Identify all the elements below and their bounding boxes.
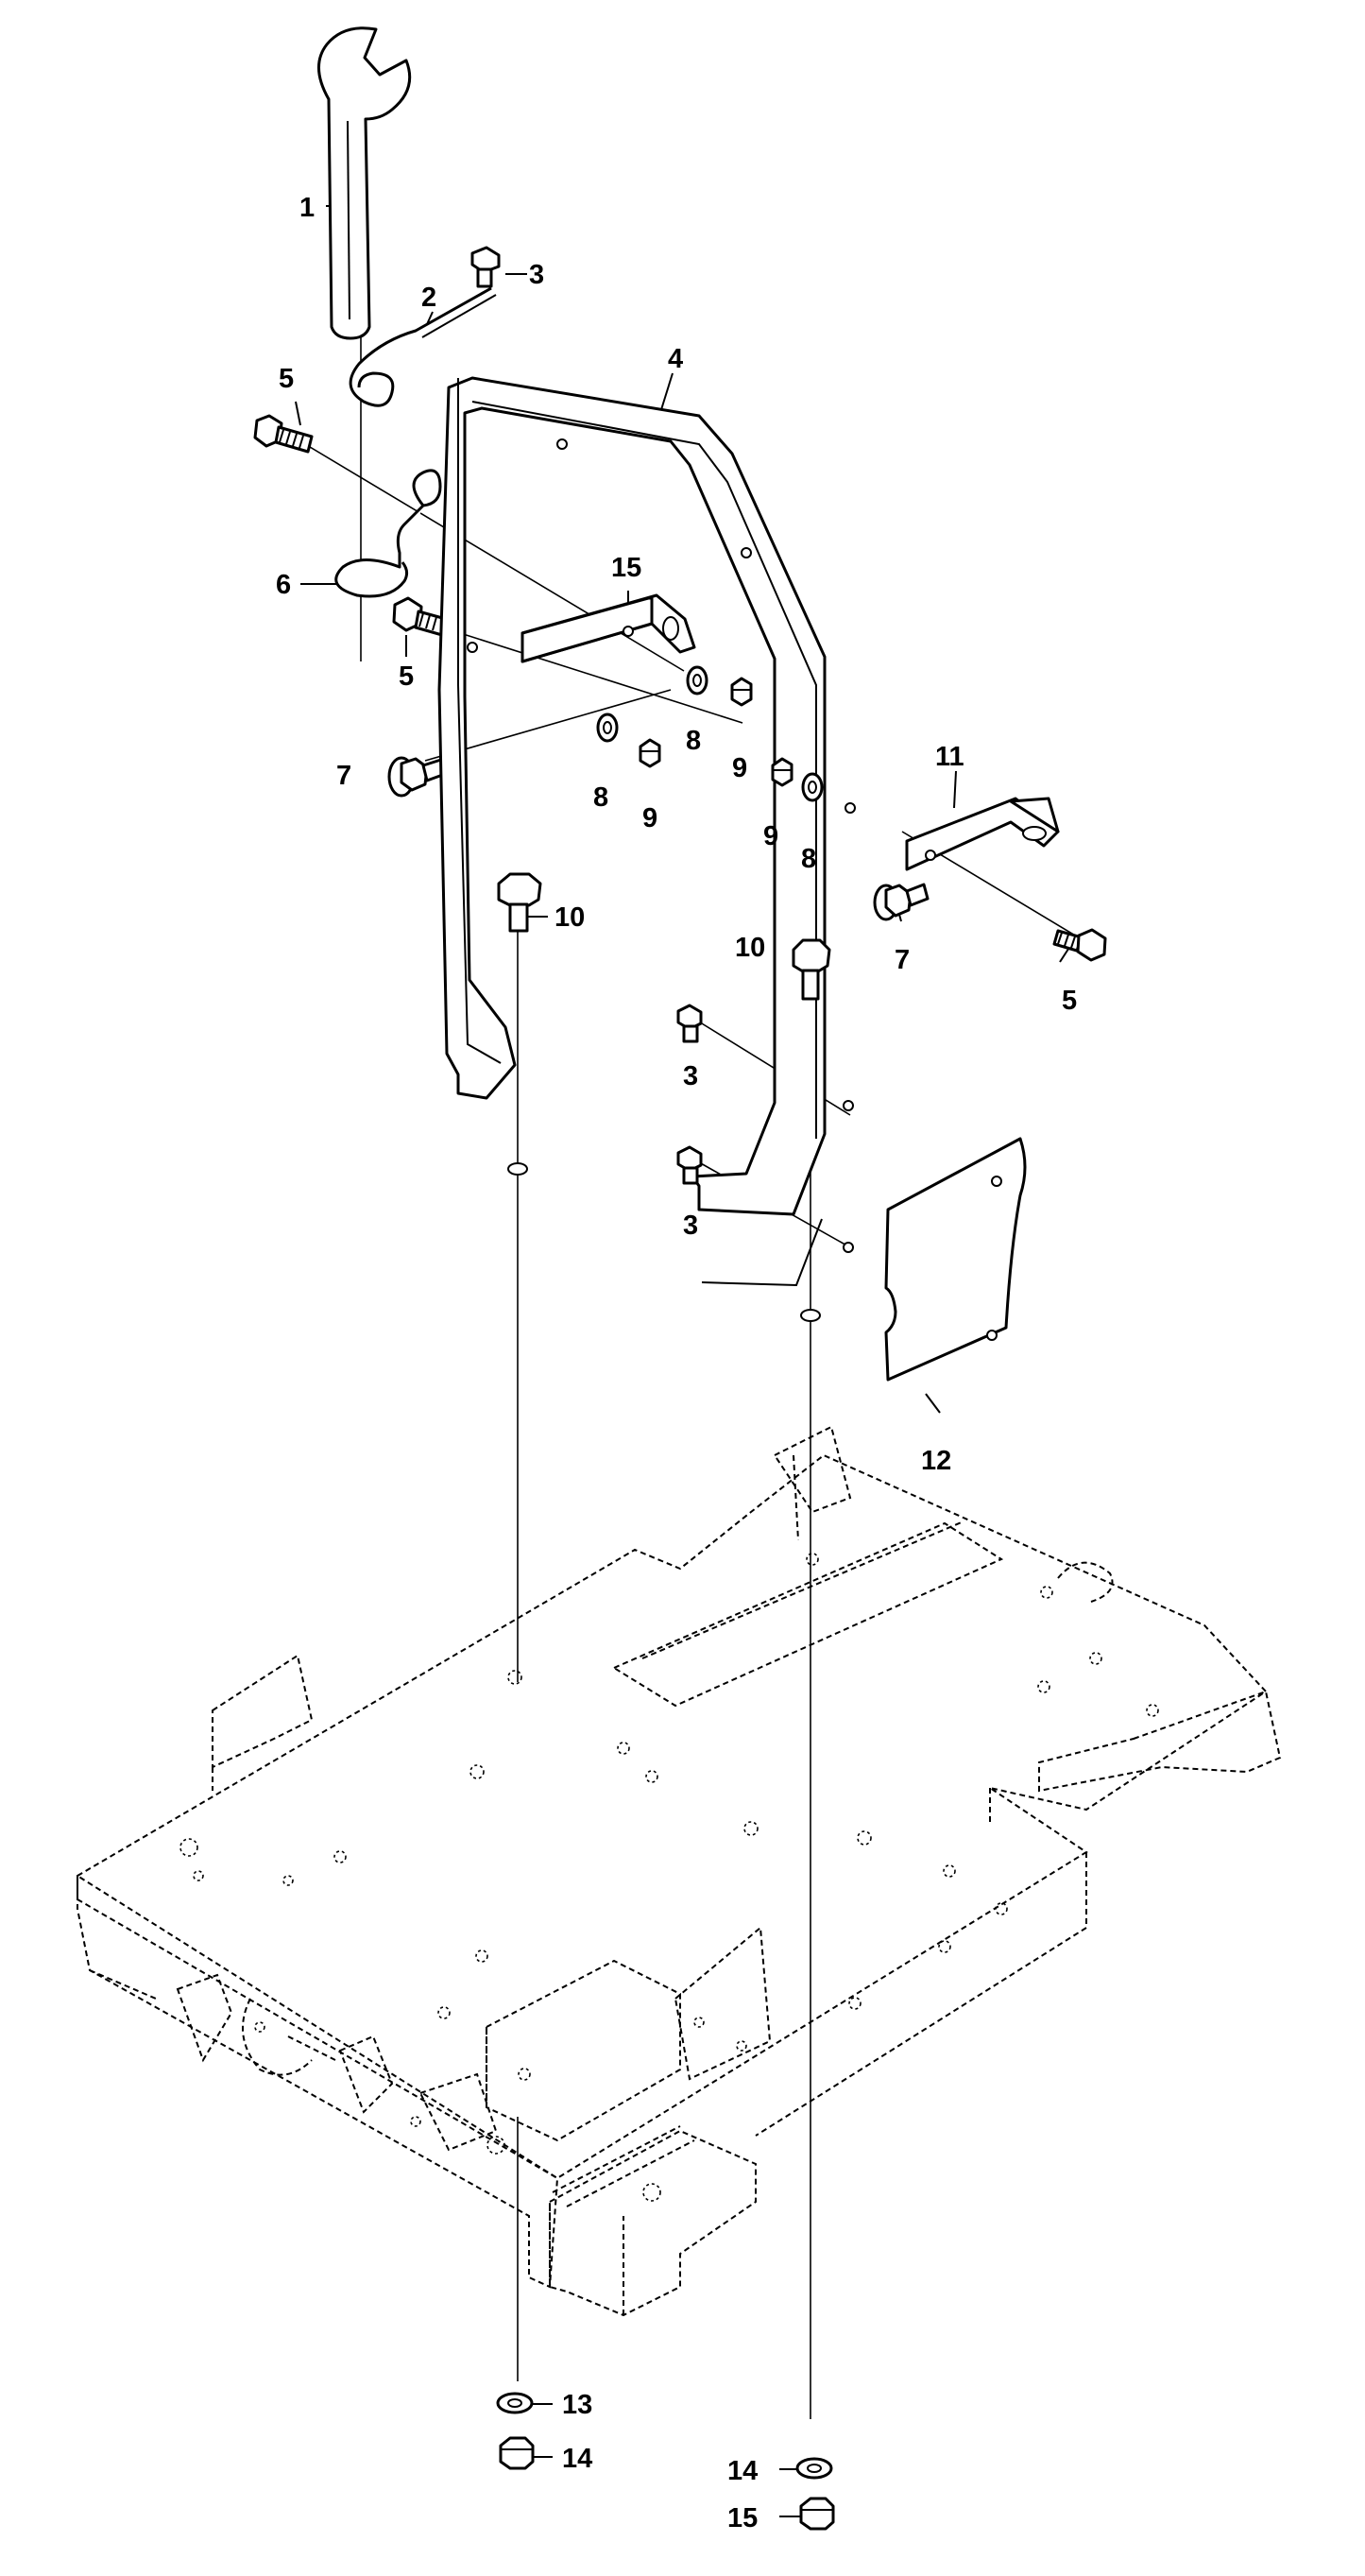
screw [470, 246, 501, 288]
callout-6: 6 [276, 570, 291, 600]
callout-2: 2 [421, 283, 436, 313]
washer [801, 772, 824, 802]
long-bolt [792, 938, 831, 1001]
callout-7: 7 [336, 761, 351, 791]
bracket [905, 797, 1060, 871]
nut [730, 677, 753, 707]
flange-bolt [873, 883, 930, 921]
callout-8: 8 [686, 726, 701, 756]
callout-3: 3 [529, 260, 544, 290]
callout-12: 12 [921, 1446, 951, 1476]
bolt [1052, 928, 1107, 962]
washer [496, 2392, 534, 2414]
callout-14: 14 [727, 2456, 758, 2486]
long-bolt [497, 872, 542, 933]
callout-8: 8 [593, 782, 608, 813]
callout-7: 7 [895, 945, 910, 975]
callout-15: 15 [611, 553, 641, 583]
bracket [520, 593, 696, 663]
bolt [253, 414, 314, 454]
callout-11: 11 [935, 742, 964, 772]
lock-clip-wire [349, 286, 497, 407]
callout-5: 5 [279, 364, 294, 394]
callout-9: 9 [732, 753, 747, 783]
screw [676, 1145, 703, 1185]
flange-bolt [387, 756, 450, 798]
callout-1: 1 [299, 193, 315, 223]
leader-lines [295, 205, 1073, 2517]
callout-13: 13 [562, 2390, 592, 2420]
callout-3: 3 [683, 1211, 698, 1241]
handle-frame [437, 376, 856, 1322]
lock-nut [799, 2497, 835, 2531]
callout-5: 5 [399, 661, 414, 692]
washer [596, 713, 619, 743]
callout-10: 10 [735, 933, 765, 963]
nut [639, 738, 661, 768]
callout-3: 3 [683, 1061, 698, 1091]
callout-15: 15 [727, 2503, 758, 2533]
spring-clip [334, 469, 442, 598]
callout-9: 9 [763, 821, 778, 851]
washer [686, 665, 708, 696]
callout-9: 9 [642, 803, 657, 833]
wrench [317, 26, 412, 340]
callout-4: 4 [668, 344, 683, 374]
bolt [392, 596, 448, 637]
screw [676, 1004, 703, 1043]
plate [884, 1137, 1027, 1382]
callout-10: 10 [555, 902, 585, 933]
callout-8: 8 [801, 844, 816, 874]
callout-labels: 1 2 3 4 5 6 15 5 7 8 9 8 9 9 8 11 10 10 … [276, 193, 1077, 2533]
callout-5: 5 [1062, 986, 1077, 1016]
washer [795, 2457, 833, 2480]
nut [771, 757, 793, 787]
lock-nut [499, 2436, 535, 2470]
callout-14: 14 [562, 2444, 592, 2474]
chassis-frame [77, 1425, 1282, 2317]
